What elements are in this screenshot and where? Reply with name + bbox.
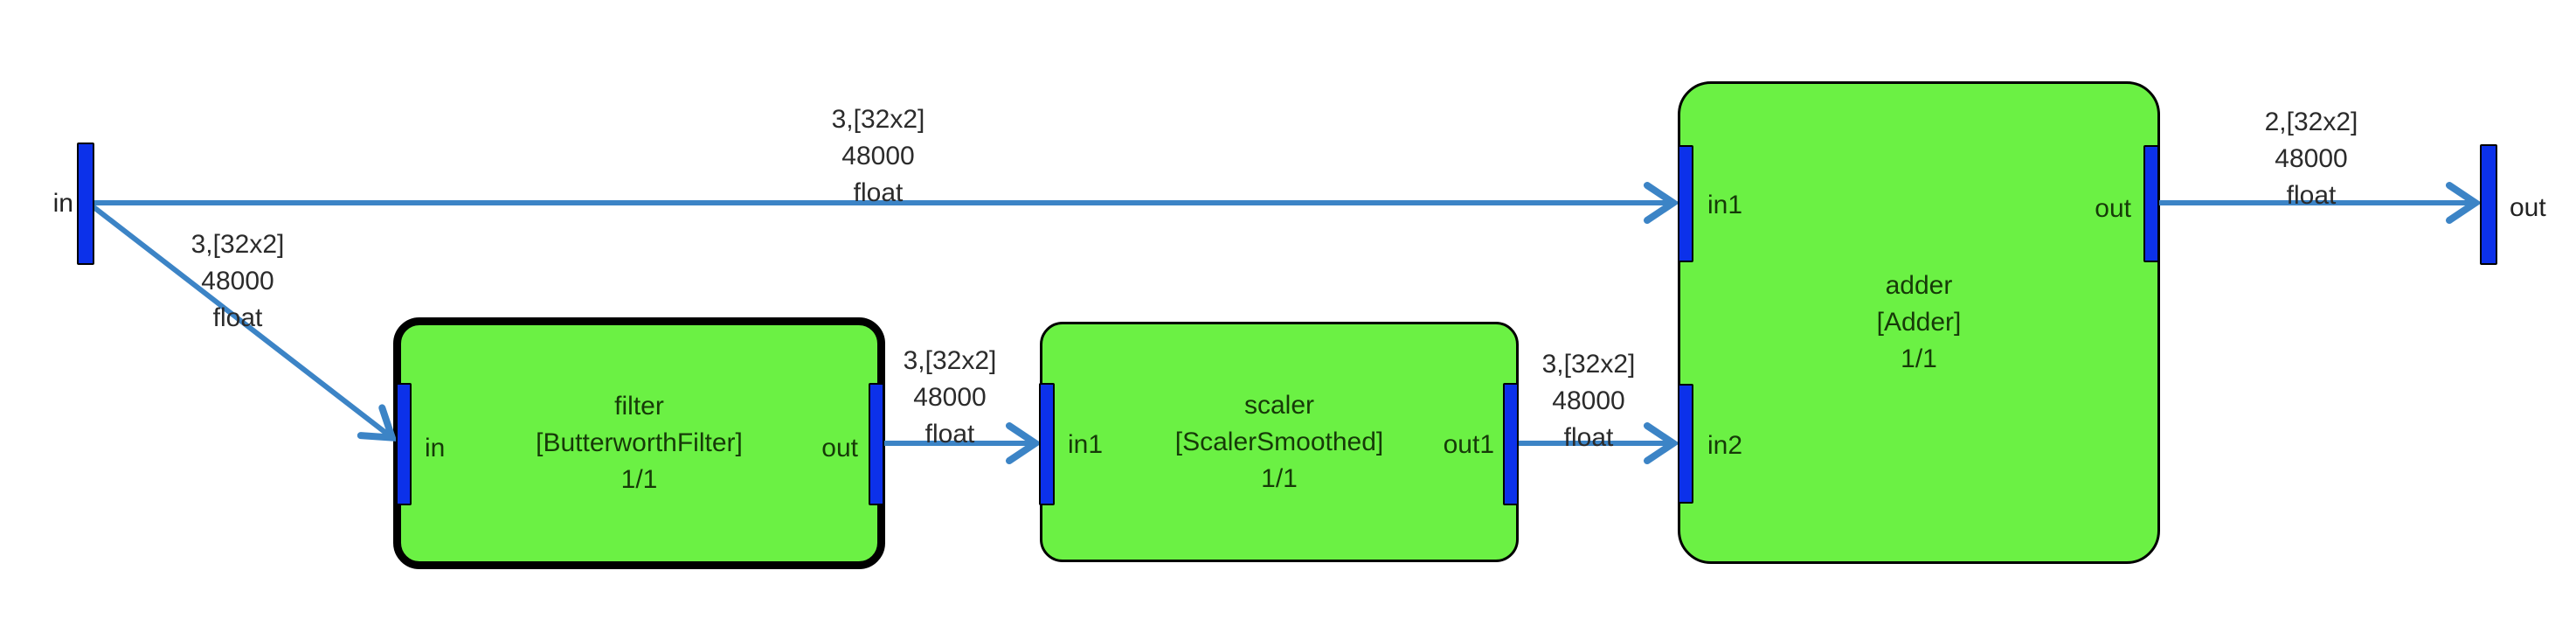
output-terminal-label: out (2510, 193, 2546, 222)
port-adder-in1[interactable] (1678, 145, 1693, 262)
edge-in-to-filter-in[interactable] (91, 204, 398, 442)
input-terminal-port[interactable] (77, 143, 94, 265)
edge-label-scaler-out1-to-adder-in2: 3,[32x2] 48000 float (1542, 346, 1636, 456)
edge-label-line: 48000 (1552, 386, 1625, 415)
node-title: scaler (1243, 390, 1315, 420)
input-terminal-label: in (52, 189, 73, 218)
edge-label-line: 48000 (201, 267, 274, 296)
edge-label-line: float (2286, 181, 2337, 210)
port-label-adder-in2: in2 (1707, 431, 1743, 460)
edge-label-line: 3,[32x2] (831, 105, 925, 134)
edge-label-line: float (853, 178, 904, 207)
edge-label-line: float (1563, 423, 1614, 452)
port-label-adder-out: out (2095, 194, 2131, 223)
node-instance-count: 1/1 (1901, 344, 1937, 373)
node-type: [ScalerSmoothed] (1174, 427, 1384, 456)
edge-label-in-to-adder-in1: 3,[32x2] 48000 float (832, 101, 925, 212)
edge-label-line: float (212, 303, 263, 332)
edge-label-line: 3,[32x2] (190, 230, 285, 259)
port-adder-out[interactable] (2143, 145, 2159, 262)
edge-label-line: 3,[32x2] (1541, 350, 1636, 379)
port-scaler-out1[interactable] (1503, 383, 1519, 505)
node-type: [Adder] (1876, 308, 1962, 337)
edge-label-in-to-filter-in: 3,[32x2] 48000 float (191, 226, 285, 337)
port-adder-in2[interactable] (1678, 384, 1693, 504)
port-label-adder-in1: in1 (1707, 191, 1743, 219)
edge-label-line: 48000 (2275, 144, 2348, 173)
port-label-filter-out: out (821, 434, 858, 463)
port-scaler-in1[interactable] (1039, 383, 1055, 505)
edge-label-line: 2,[32x2] (2264, 108, 2358, 136)
node-title: filter (614, 392, 664, 421)
port-filter-in[interactable] (396, 383, 412, 505)
port-filter-out[interactable] (869, 383, 884, 505)
port-label-filter-in: in (425, 434, 446, 463)
edge-label-line: float (924, 420, 975, 449)
output-terminal-port[interactable] (2480, 144, 2497, 265)
port-label-scaler-out1: out1 (1443, 430, 1494, 459)
node-instance-count: 1/1 (620, 465, 658, 494)
edge-label-line: 48000 (913, 383, 987, 412)
node-title: adder (1885, 271, 1953, 300)
node-type: [ButterworthFilter] (536, 428, 743, 457)
node-instance-count: 1/1 (1261, 463, 1298, 493)
edge-label-line: 48000 (841, 142, 915, 170)
edge-label-adder-out-to-out: 2,[32x2] 48000 float (2265, 104, 2358, 214)
node-adder[interactable]: adder [Adder] 1/1 (1678, 81, 2160, 564)
node-filter[interactable]: filter [ButterworthFilter] 1/1 (393, 317, 885, 569)
edge-label-filter-out-to-scaler-in1: 3,[32x2] 48000 float (904, 343, 997, 453)
port-label-scaler-in1: in1 (1068, 430, 1104, 459)
edge-label-line: 3,[32x2] (903, 346, 997, 375)
